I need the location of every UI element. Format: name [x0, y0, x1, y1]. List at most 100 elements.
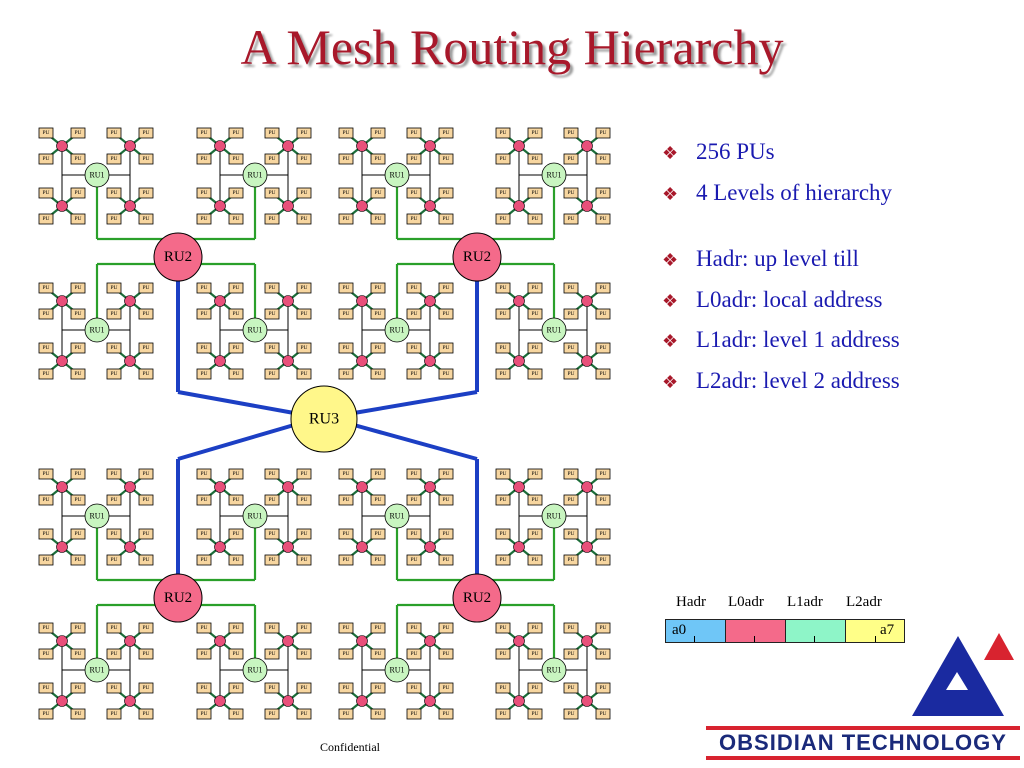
pu-label: PU — [74, 531, 81, 537]
pu-box — [438, 468, 454, 480]
r0-node — [124, 295, 136, 307]
pu-label: PU — [442, 711, 449, 717]
pu-label: PU — [200, 497, 207, 503]
pu-label: PU — [342, 497, 349, 503]
r0-node — [56, 140, 68, 152]
pu-box — [70, 648, 86, 660]
pu-box — [106, 554, 122, 566]
pu-label: PU — [42, 311, 49, 317]
pu-label: PU — [232, 625, 239, 631]
pu-box — [264, 622, 280, 634]
pu-box — [228, 342, 244, 354]
pu-label: PU — [567, 216, 574, 222]
pu-box — [370, 554, 386, 566]
pu-box — [138, 368, 154, 380]
pu-label: PU — [232, 711, 239, 717]
pu-label: PU — [300, 651, 307, 657]
pu-box — [595, 308, 611, 320]
pu-label: PU — [567, 557, 574, 563]
pu-box — [296, 342, 312, 354]
r0-node — [124, 200, 136, 212]
pu-box — [438, 342, 454, 354]
pu-label: PU — [442, 651, 449, 657]
pu-label: PU — [599, 531, 606, 537]
pu-box — [406, 622, 422, 634]
pu-box — [406, 682, 422, 694]
pu-box — [438, 554, 454, 566]
pu-label: PU — [599, 311, 606, 317]
pu-box — [228, 213, 244, 225]
ru1-label: RU1 — [546, 512, 561, 521]
pu-label: PU — [268, 531, 275, 537]
pu-box — [228, 308, 244, 320]
pu-box — [527, 127, 543, 139]
pu-label: PU — [342, 685, 349, 691]
pu-box — [264, 213, 280, 225]
pu-box — [595, 494, 611, 506]
pu-label: PU — [499, 531, 506, 537]
pu-box — [70, 308, 86, 320]
ru2-node — [452, 232, 502, 282]
pu-label: PU — [567, 285, 574, 291]
ru1-label: RU1 — [89, 666, 104, 675]
pu-label: PU — [342, 156, 349, 162]
pu-label: PU — [531, 531, 538, 537]
pu-label: PU — [42, 471, 49, 477]
pu-label: PU — [499, 685, 506, 691]
r0-node — [56, 541, 68, 553]
pu-box — [338, 187, 354, 199]
r0-node — [424, 200, 436, 212]
pu-box — [296, 622, 312, 634]
pu-label: PU — [410, 311, 417, 317]
pu-label: PU — [374, 471, 381, 477]
pu-box — [264, 368, 280, 380]
pu-box — [370, 368, 386, 380]
pu-label: PU — [442, 311, 449, 317]
r0-node — [356, 635, 368, 647]
pu-label: PU — [300, 216, 307, 222]
pu-label: PU — [300, 557, 307, 563]
pu-label: PU — [142, 156, 149, 162]
pu-label: PU — [200, 156, 207, 162]
pu-label: PU — [232, 651, 239, 657]
r0-node — [214, 355, 226, 367]
pu-box — [595, 622, 611, 634]
pu-label: PU — [200, 371, 207, 377]
pu-label: PU — [410, 497, 417, 503]
pu-label: PU — [110, 531, 117, 537]
pu-label: PU — [599, 685, 606, 691]
pu-label: PU — [300, 531, 307, 537]
pu-box — [438, 528, 454, 540]
pu-label: PU — [442, 285, 449, 291]
bullet-list: ❖256 PUs ❖4 Levels of hierarchy ❖Hadr: u… — [662, 138, 900, 407]
ru1-node — [384, 657, 410, 683]
pu-box — [38, 213, 54, 225]
pu-box — [370, 468, 386, 480]
pu-label: PU — [200, 285, 207, 291]
pu-label: PU — [567, 531, 574, 537]
pu-label: PU — [300, 371, 307, 377]
pu-box — [70, 494, 86, 506]
pu-label: PU — [268, 497, 275, 503]
ru2-node — [153, 232, 203, 282]
l0adr-label: L0adr — [728, 594, 764, 610]
pu-label: PU — [74, 190, 81, 196]
pu-box — [338, 494, 354, 506]
pu-label: PU — [410, 651, 417, 657]
pu-label: PU — [142, 285, 149, 291]
pu-label: PU — [374, 497, 381, 503]
pu-label: PU — [374, 531, 381, 537]
pu-box — [106, 494, 122, 506]
pu-box — [406, 648, 422, 660]
r0-node — [356, 695, 368, 707]
pu-box — [563, 282, 579, 294]
pu-box — [438, 187, 454, 199]
pu-label: PU — [374, 190, 381, 196]
pu-label: PU — [342, 345, 349, 351]
pu-label: PU — [531, 497, 538, 503]
pu-label: PU — [567, 371, 574, 377]
r0-node — [424, 635, 436, 647]
pu-box — [264, 127, 280, 139]
pu-box — [264, 468, 280, 480]
pu-label: PU — [42, 497, 49, 503]
